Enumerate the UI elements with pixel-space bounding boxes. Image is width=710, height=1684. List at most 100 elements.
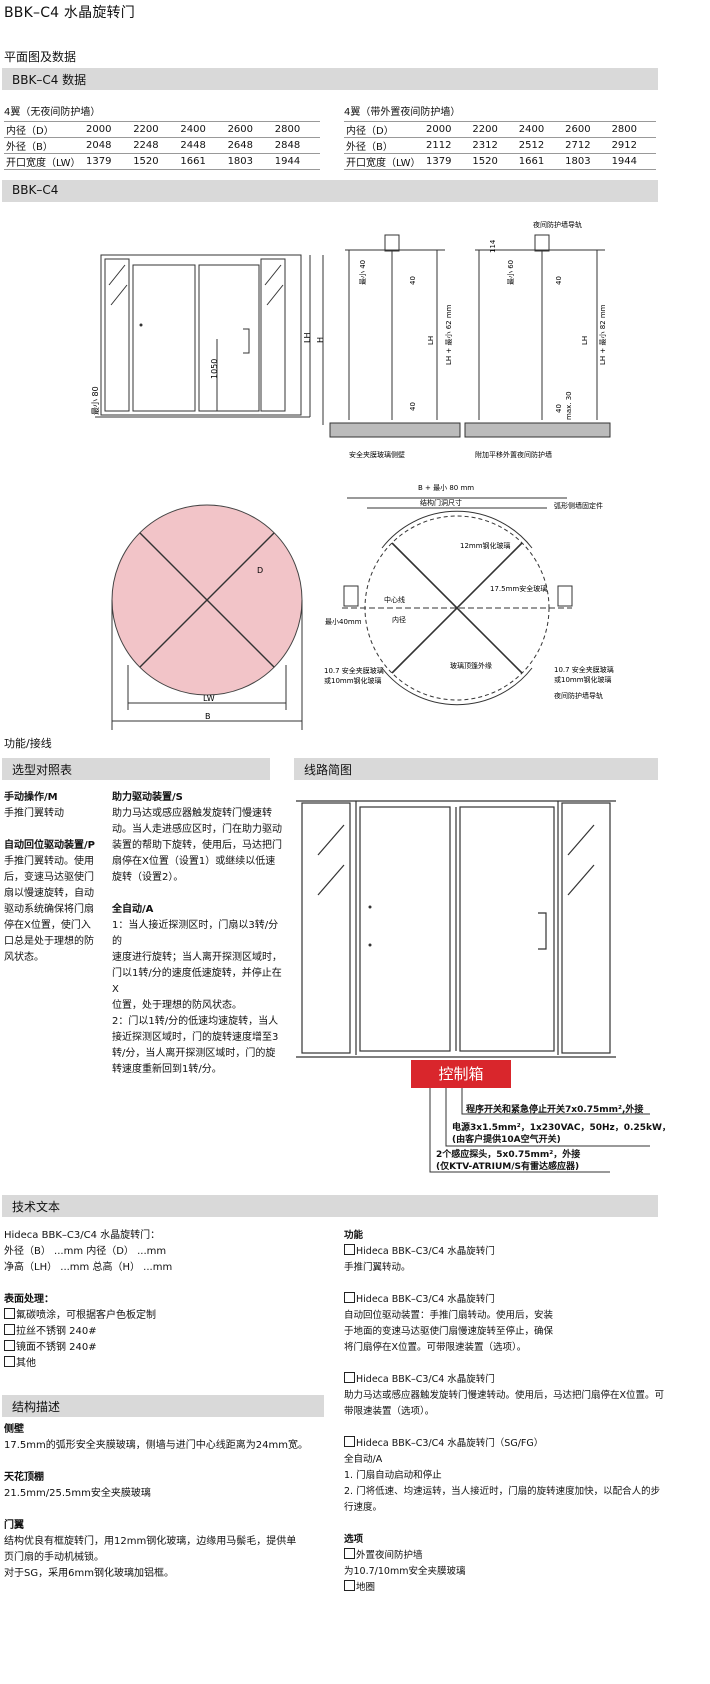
text-line: 装置的帮助下旋转，使用后，马达把门 xyxy=(112,838,282,854)
line-text: Hideca BBK–C3/C4 水晶旋转门（SG/FG） xyxy=(356,1438,544,1449)
line-text xyxy=(112,888,115,899)
wire-label-2b: (由客户提供10A空气开关) xyxy=(452,1135,561,1145)
text-line: 对于SG，采用6mm钢化玻璃加铝框。 xyxy=(4,1566,326,1582)
table-cell: 2912 xyxy=(609,137,656,154)
text-line: 转/分，当人离开探测区域时，门的旋 xyxy=(112,1046,282,1062)
text-line xyxy=(112,886,282,902)
line-text: 2. 门将低速、均速运转，当人接近时，门扇的旋转速度加快，以配合人的步 xyxy=(344,1486,661,1497)
plan2-inner: 内径 xyxy=(392,615,406,624)
line-text: 口总是处于理想的防 xyxy=(4,936,94,947)
text-line: Hideca BBK–C3/C4 水晶旋转门： xyxy=(4,1228,324,1244)
line-text: 净高（LH） ...mm 总高（H） ...mm xyxy=(4,1262,173,1273)
line-text: 1. 门扇自动启动和停止 xyxy=(344,1470,442,1481)
table-cell: 1944 xyxy=(609,153,656,170)
section-bar-select: 选型对照表 xyxy=(2,758,270,780)
plan2-fold: 玻璃顶篷外缘 xyxy=(450,661,492,670)
line-text: 转/分，当人离开探测区域时，门的旋 xyxy=(112,1048,276,1059)
table-cell: 2400 xyxy=(516,121,564,138)
checkbox-icon[interactable] xyxy=(4,1340,15,1351)
checkbox-icon[interactable] xyxy=(344,1244,355,1255)
text-line: 21.5mm/25.5mm安全夹膜玻璃 xyxy=(4,1486,326,1502)
text-line: 转速度重新回到1转/分。 xyxy=(112,1062,282,1078)
s2-40-top: 40 xyxy=(555,276,563,285)
plan2-min40: 最小40mm xyxy=(325,617,362,626)
text-line: 外径（B） ...mm 内径（D） ...mm xyxy=(4,1244,324,1260)
table-cell: 2800 xyxy=(272,121,320,138)
text-line: 接近探测区域时，门的旋转速度增至3 xyxy=(112,1030,282,1046)
row-label: 开口宽度（LW） xyxy=(4,153,84,170)
text-line: 全自动/A xyxy=(112,902,282,918)
text-line: Hideca BBK–C3/C4 水晶旋转门 xyxy=(344,1292,664,1308)
text-line: 镜面不锈钢 240# xyxy=(4,1340,324,1356)
table-cell: 1379 xyxy=(424,153,471,170)
line-text: 带限速装置（选项）。 xyxy=(344,1406,435,1417)
text-line: 自动回位驱动装置/P xyxy=(4,838,104,854)
text-line: 自动回位驱动装置：手推门扇转动。使用后，安装 xyxy=(344,1308,664,1324)
s1-lh62: LH + 最小 62 mm xyxy=(444,304,453,365)
line-text: 接近探测区域时，门的旋转速度增至3 xyxy=(112,1032,279,1043)
table-cell: 2848 xyxy=(272,137,320,154)
line-text: 外置夜间防护墙 xyxy=(356,1550,423,1561)
text-line xyxy=(344,1516,664,1532)
checkbox-icon[interactable] xyxy=(4,1324,15,1335)
line-text xyxy=(344,1422,347,1433)
line-text: 转速度重新回到1转/分。 xyxy=(112,1064,222,1075)
line-text: Hideca BBK–C3/C4 水晶旋转门： xyxy=(4,1230,161,1241)
s2-lh: LH xyxy=(581,336,589,345)
table-cell: 2048 xyxy=(84,137,132,154)
s2-min60: 最小 60 xyxy=(506,260,515,285)
text-line xyxy=(344,1276,664,1292)
text-line xyxy=(4,1454,326,1470)
row-label: 外径（B） xyxy=(4,137,84,154)
line-text: 页门扇的手动机械锁。 xyxy=(4,1552,104,1563)
line-text: 助力驱动装置/S xyxy=(112,792,183,803)
text-line: 手推门翼转动 xyxy=(4,806,104,822)
s2-max30: max. 30 xyxy=(565,391,573,420)
text-line: 门以1转/分的速度低速旋转，并停止在X xyxy=(112,966,282,998)
text-line: 1. 门扇自动启动和停止 xyxy=(344,1468,664,1484)
line-text: 拉丝不锈钢 240# xyxy=(16,1326,97,1337)
line-text: 扇以慢速旋转，自动 xyxy=(4,888,94,899)
line-text: 助力马达或感应器触发旋转门慢速转 xyxy=(112,808,272,819)
plan-dim-d: D xyxy=(257,566,263,575)
section-bar-drawing: BBK–C4 xyxy=(2,180,658,202)
line-text: 对于SG，采用6mm钢化玻璃加铝框。 xyxy=(4,1568,174,1579)
text-line: 表面处理： xyxy=(4,1292,324,1308)
checkbox-icon[interactable] xyxy=(344,1580,355,1591)
checkbox-icon[interactable] xyxy=(344,1292,355,1303)
line-text: 门翼 xyxy=(4,1520,24,1531)
line-text xyxy=(344,1518,347,1529)
plan2-right-glass-2: 或10mm钢化玻璃 xyxy=(554,675,612,684)
text-line: 17.5mm的弧形安全夹膜玻璃，侧墙与进门中心线距离为24mm宽。 xyxy=(4,1438,326,1454)
plan-dim-lw: LW xyxy=(203,694,215,703)
text-line: 行速度。 xyxy=(344,1500,664,1516)
line-text: 手推门翼转动 xyxy=(4,808,64,819)
checkbox-icon[interactable] xyxy=(4,1308,15,1319)
checkbox-icon[interactable] xyxy=(4,1356,15,1367)
text-line xyxy=(344,1356,664,1372)
checkbox-icon[interactable] xyxy=(344,1548,355,1559)
text-line: 氟碳喷涂，可根据客户色板定制 xyxy=(4,1308,324,1324)
checkbox-icon[interactable] xyxy=(344,1372,355,1383)
table-cell: 2800 xyxy=(609,121,656,138)
text-line: 手推门翼转动。 xyxy=(344,1260,664,1276)
front-dim-h: H xyxy=(316,337,325,343)
table-cell: 2000 xyxy=(84,121,132,138)
line-text: 为10.7/10mm安全夹膜玻璃 xyxy=(344,1566,466,1577)
line-text: 速度进行旋转；当人离开探测区域时， xyxy=(112,952,282,963)
plan2-arc-fix: 弧形侧墙固定件 xyxy=(554,501,603,510)
s2-rail: 夜间防护墙导轨 xyxy=(533,220,582,229)
checkbox-icon[interactable] xyxy=(344,1436,355,1447)
line-text: 17.5mm的弧形安全夹膜玻璃，侧墙与进门中心线距离为24mm宽。 xyxy=(4,1440,308,1451)
s1-40-bottom: 40 xyxy=(409,402,417,411)
line-text: Hideca BBK–C3/C4 水晶旋转门 xyxy=(356,1374,495,1385)
table-cell: 1661 xyxy=(178,153,226,170)
text-line: 1：当人接近探测区时，门扇以3转/分的 xyxy=(112,918,282,950)
s1-40-top: 40 xyxy=(409,276,417,285)
table-cell: 1520 xyxy=(131,153,179,170)
line-text: Hideca BBK–C3/C4 水晶旋转门 xyxy=(356,1294,495,1305)
